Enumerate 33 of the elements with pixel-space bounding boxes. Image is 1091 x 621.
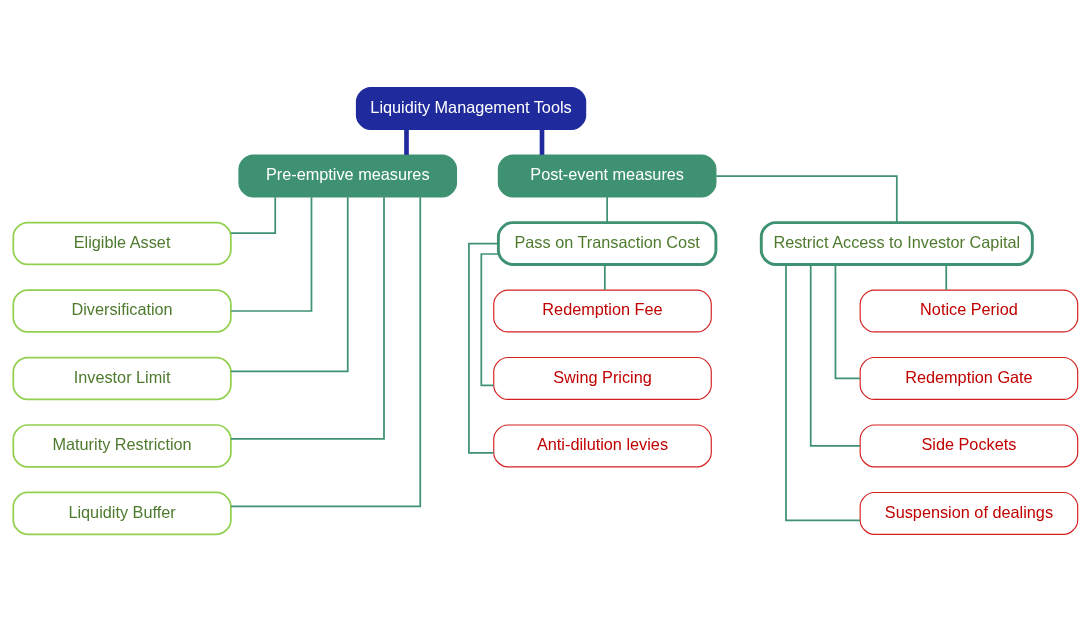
connector (606, 195, 608, 223)
node-box: Pre-emptive measures (238, 154, 458, 198)
node-box: Post-event measures (497, 154, 717, 198)
node-box: Side Pockets (859, 423, 1079, 467)
connector (230, 195, 277, 234)
node-box: Pass on Transaction Cost (496, 220, 718, 266)
connector (230, 195, 385, 440)
connector (603, 263, 606, 291)
node-box: Liquidity Buffer (12, 491, 232, 535)
node-box: Diversification (12, 288, 232, 333)
node-box: Suspension of dealings (859, 491, 1079, 535)
node-box: Swing Pricing (493, 356, 712, 400)
connector (785, 263, 861, 521)
connector (809, 263, 861, 447)
connector (468, 242, 500, 454)
connector (480, 252, 500, 386)
connector (230, 196, 349, 372)
connector (834, 263, 861, 379)
node-box: Liquidity Management Tools (355, 86, 587, 130)
node-box: Redemption Fee (493, 289, 712, 332)
node-box: Notice Period (859, 289, 1079, 332)
node-box: Anti-dilution levies (493, 423, 712, 467)
connector (230, 195, 313, 312)
connector (230, 195, 422, 507)
connector (715, 174, 898, 223)
connector (945, 263, 948, 291)
node-box: Restrict Access to Investor Capital (759, 220, 1034, 266)
node-box: Maturity Restriction (12, 423, 232, 468)
node-box: Investor Limit (12, 356, 232, 400)
connector (539, 129, 545, 155)
node-box: Redemption Gate (859, 356, 1079, 400)
node-box: Eligible Asset (12, 221, 232, 265)
connector (404, 129, 409, 155)
